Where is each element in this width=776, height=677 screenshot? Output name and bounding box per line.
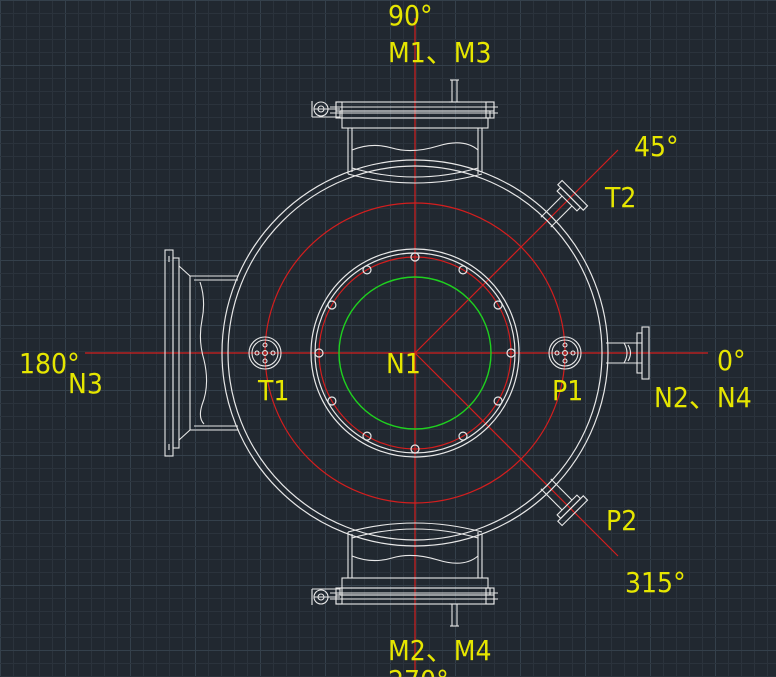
bolt-hole [458,431,468,441]
right-nozzle-n2-n4 [606,326,650,380]
bolt-hole [327,396,337,406]
center-gasket-circle [338,276,492,430]
nozzle-p2-label: P2 [606,504,637,537]
bolt-hole [410,444,420,454]
angle-180-label: 180° [19,347,80,380]
bolt-hole [493,396,503,406]
p1-bolt-hole [570,350,576,356]
centerlines [85,18,708,670]
nozzle-n2-n4-label: N2、N4 [654,381,752,414]
t1-flange [248,336,282,370]
angle-315-label: 315° [625,566,686,599]
center-flange-bolt-holes [314,252,516,454]
shell-inner-circle [227,165,603,541]
bolt-circle-inner [318,256,512,450]
p1-bolt-hole [562,350,568,356]
labels: 90° M1、M3 45° T2 180° N3 T1 N1 P1 0° N2、… [19,0,752,677]
p1-flange-inner [551,339,579,367]
bolt-hole [458,265,468,275]
bolt-hole [493,300,503,310]
t1-bolt-hole [262,342,268,348]
centerline-315-deg [414,352,619,557]
bolt-circle-outer [264,202,566,504]
top-manway-m1-m3 [311,79,498,184]
nozzle-n1-label: N1 [386,347,421,380]
p1-bolt-hole [554,350,560,356]
p1-bolt-hole [562,342,568,348]
nozzle-m2-m4-label: M2、M4 [388,634,492,667]
p1-bolt-hole [562,358,568,364]
centerline-45-deg [414,149,619,354]
angle-90-label: 90° [388,0,433,32]
bottom-manway-m2-m4 [311,522,498,627]
nozzle-m1-m3-label: M1、M3 [388,36,492,69]
shell-outer-circle [221,159,609,547]
t1-bolt-hole [254,350,260,356]
bolt-hole [327,300,337,310]
t1-bolt-hole [262,358,268,364]
nozzle-p1-label: P1 [552,374,583,407]
t1-flange-inner [251,339,279,367]
bolt-hole [506,348,516,358]
left-nozzle-n3 [164,249,238,457]
angle-0-label: 0° [717,344,746,377]
nozzle-n3-label: N3 [68,367,103,400]
nozzle-t2 [540,179,589,228]
bolt-hole [314,348,324,358]
nozzle-p2 [540,478,589,527]
angle-45-label: 45° [634,130,679,163]
bolt-hole [362,431,372,441]
t1-flange-outer [248,336,282,370]
t1-bolt-hole [270,350,276,356]
center-flange-n1 [310,248,520,458]
center-flange-outer [310,248,520,458]
p1-flange [548,336,582,370]
t1-bolt-hole [262,350,268,356]
p1-flange-outer [548,336,582,370]
bolt-hole [410,252,420,262]
bolt-hole [362,265,372,275]
nozzle-t2-label: T2 [604,181,636,214]
vessel-shell [221,159,609,547]
angle-270-label: 270° [388,664,449,677]
nozzle-t1-label: T1 [257,374,289,407]
